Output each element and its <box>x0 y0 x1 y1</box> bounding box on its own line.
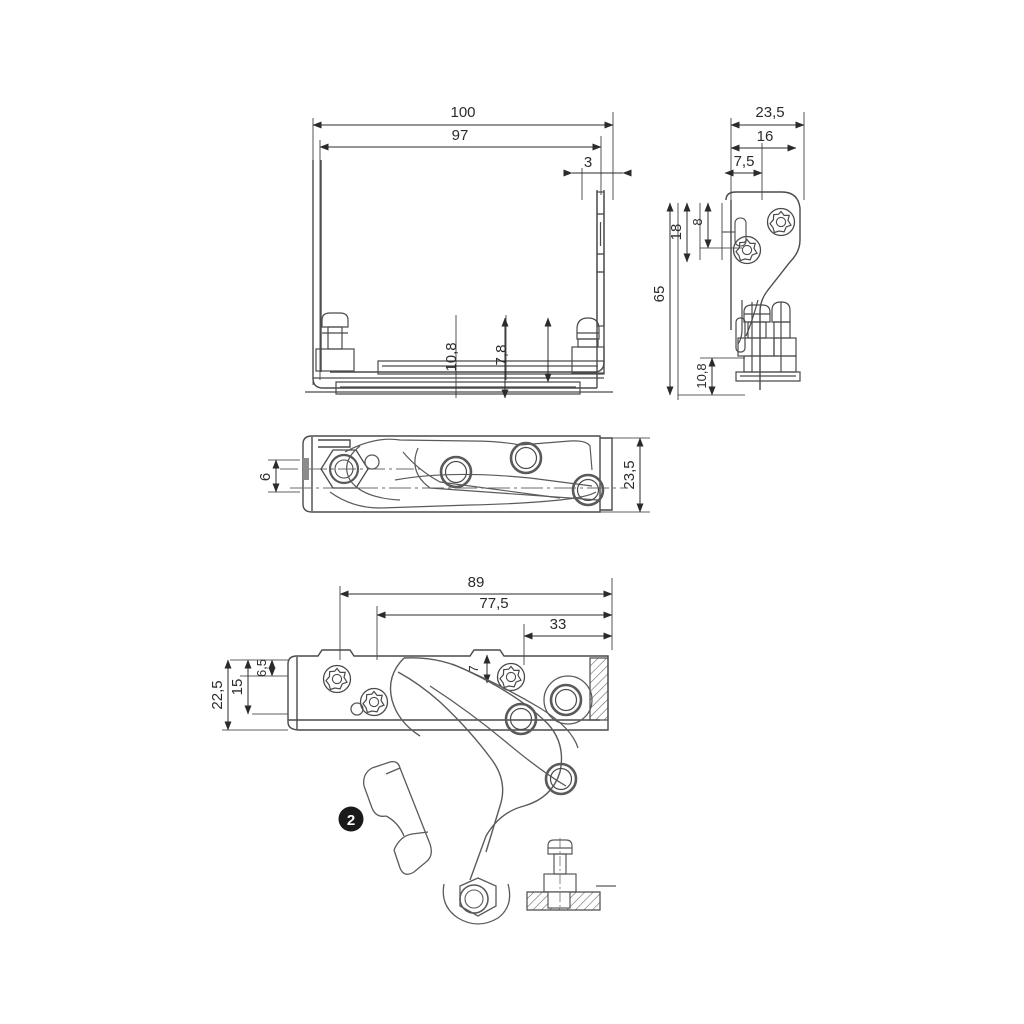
dimension-label: 77,5 <box>479 595 508 612</box>
dimension-16: 16 <box>730 128 797 152</box>
dimension-label: 16 <box>757 128 774 145</box>
secondary-link-mech <box>429 663 579 787</box>
small-hole-mech <box>350 702 364 716</box>
view-side-elevation: 23,5 16 7,5 8 18 65 10,8 <box>651 104 805 400</box>
fastener-detail-bottom <box>526 838 616 911</box>
dimension-label: 89 <box>468 574 485 591</box>
dimension-label: 100 <box>450 104 475 121</box>
dimension-label: 8 <box>690 218 705 225</box>
housing-outline-mech <box>287 649 609 731</box>
dimension-65: 65 <box>651 202 674 396</box>
left-stud-assembly <box>315 312 355 372</box>
bracket-plate-side <box>725 191 801 390</box>
dimension-label: 7 <box>466 665 481 672</box>
callout-balloon-2[interactable]: 2 <box>338 806 364 832</box>
link-plates-plan <box>329 438 599 509</box>
dimension-8: 8 <box>690 202 712 249</box>
dimension-6-5: 6,5 <box>254 659 276 677</box>
hex-pivot-lower <box>442 877 511 925</box>
dimension-label: 97 <box>452 127 469 144</box>
fastener-cluster-side <box>735 301 801 382</box>
dimension-33: 33 <box>523 616 613 640</box>
extension-lines-side <box>677 112 805 400</box>
dimension-label: 18 <box>668 224 685 241</box>
dimension-label: 7,8 <box>493 345 510 366</box>
dimension-22-5: 22,5 <box>209 659 232 731</box>
right-wall-detail <box>596 191 605 327</box>
section-hatch-block <box>589 657 609 721</box>
dimension-100: 100 <box>312 104 614 129</box>
dimension-label: 7,5 <box>734 153 755 170</box>
dimension-23-5-side: 23,5 <box>730 104 805 129</box>
dimension-label: 22,5 <box>209 680 226 709</box>
bushing-mech-4 <box>543 675 593 725</box>
dimension-label: 6 <box>257 473 274 481</box>
base-plate-stack <box>305 360 613 395</box>
view-mechanism: 89 77,5 33 7 22,5 15 6,5 <box>209 574 616 925</box>
pin-slot-side <box>722 217 747 247</box>
callout-label: 2 <box>347 812 355 829</box>
small-hole-plan <box>364 454 380 470</box>
dimension-label: 23,5 <box>755 104 784 121</box>
dimension-label: 15 <box>229 679 246 696</box>
dimension-label: 65 <box>651 286 668 303</box>
dimension-10-8-side: 10,8 <box>694 357 716 396</box>
dimension-label: 3 <box>584 154 592 171</box>
view-front-elevation: 100 97 3 <box>305 104 632 399</box>
dimension-label: 6,5 <box>254 659 269 677</box>
dimension-97: 97 <box>319 127 602 151</box>
linkage-arm-side <box>735 299 759 353</box>
dimension-7-5: 7,5 <box>724 153 763 177</box>
dimension-label: 10,8 <box>694 363 709 388</box>
lever-hook-outline <box>363 760 432 875</box>
body-outline-plan <box>302 435 613 513</box>
right-ball-stud-assembly <box>571 317 605 374</box>
dimension-6: 6 <box>257 459 280 493</box>
dimension-15: 15 <box>229 659 252 715</box>
dimension-77-5: 77,5 <box>376 595 613 619</box>
dimension-label: 23,5 <box>621 460 638 489</box>
dimension-7-8: 7,8 <box>493 315 552 383</box>
dimension-89: 89 <box>339 574 613 598</box>
dimension-10-8: 10,8 <box>443 315 509 399</box>
dimension-label: 33 <box>550 616 567 633</box>
dimension-23-5-plan: 23,5 <box>621 437 644 513</box>
dimension-3: 3 <box>563 154 632 177</box>
view-plan: 6 23,5 <box>257 435 650 513</box>
dimension-7: 7 <box>466 654 491 684</box>
dimension-label: 10,8 <box>443 342 460 371</box>
